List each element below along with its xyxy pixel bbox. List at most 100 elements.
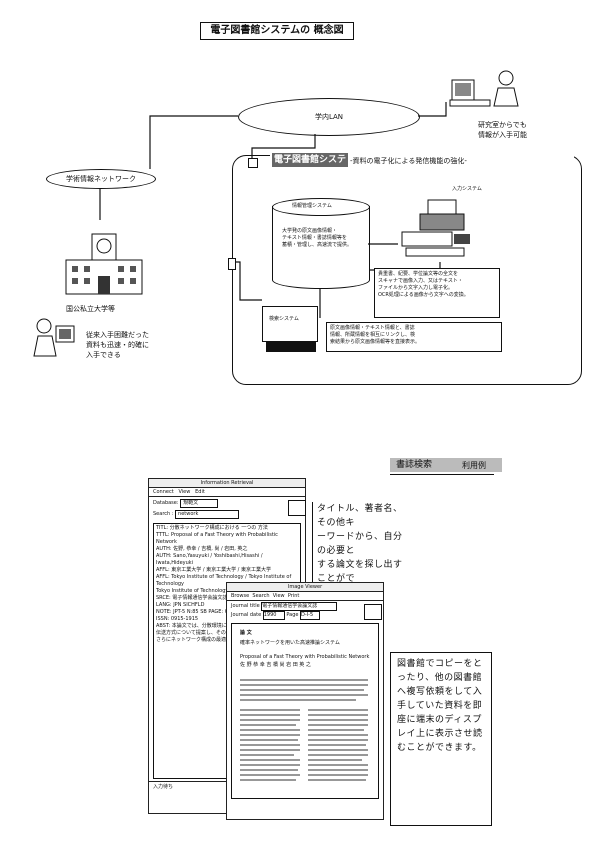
page-title-jp: 確率ネットワークを用いた高速推論システム [240,640,340,646]
menu-search[interactable]: Search [252,593,270,599]
viewer-note-line-7: むことができます。 [397,743,482,753]
input-desc-line-2: スキャナで画像入力、又はテキスト・ [378,278,463,284]
search-system-label: 検索システム [269,316,299,322]
search-system-terminal: 検索システム [262,306,318,342]
search-system-desc: 原文画像情報・テキスト情報と、書誌 情報、所蔵情報を相互にリンクし、検 索結果か… [326,322,502,352]
system-port [228,258,236,270]
lan-to-research-line [418,102,447,117]
viewer-note-line-3: へ複写依頼をして入 [397,687,483,697]
search-label: Search : [153,511,174,517]
search-note-line-3: する論文を探し出すことがで [317,560,403,584]
scanner-workstation-icon [401,199,470,257]
ir-window-title: Information Retrieval [149,479,305,488]
user-caption-line-2: 資料も迅速・的確に [86,341,149,349]
info-desc-line-1: 大学発の原文画像情報・ [282,228,338,234]
info-management-desc: 大学発の原文画像情報・ テキスト情報・書誌情報等を 蓄積・管理し、高速流で提供。 [282,228,352,249]
record-line: NOTE: JPT-5 N:85 SB PAGE: C380-1436 YEAR… [156,609,283,615]
viewer-note-line-1: 図書館でコピーをと [397,659,483,669]
search-desc-line-3: 索結果から原文画像情報等を直接表示。 [330,339,421,345]
record-line: さらにネットワーク構成の最適化について述べる。 [156,637,271,643]
lan-to-system-line [251,134,316,160]
campus-lan-ellipse: 学内LAN [238,98,420,136]
page-body-text-lines [240,679,368,781]
page-image[interactable]: 論 文 確率ネットワークを用いた高速推論システム Proposal of a F… [231,623,379,799]
search-desc-line-2: 情報、所蔵情報を相互にリンクし、検 [330,332,416,338]
universities-label: 国公私立大学等 [66,305,115,313]
info-management-label: 情報管理システム [292,203,332,209]
journal-date-field[interactable]: 1990 [262,611,285,620]
record-line: LANG: JPN SICHFLD [156,602,205,608]
university-user-caption: 従来入手困難だった 資料も迅速・的確に 入手できる [86,330,149,360]
viewer-note-line-5: 座に端末のディスプ [397,715,482,725]
search-note-line-2: ーワードから、自分の必要と [317,532,403,556]
journal-title-label: Journal title [231,603,260,609]
ir-query-area: Database: 規範文 Search : network [149,497,305,521]
lan-to-network-line [149,115,238,169]
menu-view[interactable]: View [178,489,191,495]
record-line: AUTH: Sano,Yasuyuki / Yoshibashi,Hisashi… [156,553,263,566]
record-line: SRCE: 電子情報通信学会論文誌 [156,595,228,601]
record-line: AUTH: 佐野, 恭幸 / 吉橋, 尚 / 岩田, 英之 [156,546,248,552]
ir-menubar: Connect View Edit [149,488,305,497]
system-name: 電子図書館システム [272,153,348,179]
input-system-desc: 貴重書、紀要、学位論文等の全文を スキャナで画像入力、又はテキスト・ ファイルか… [374,268,500,318]
search-note-line-1: タイトル、著者名、その他キ [317,504,403,528]
researcher-computer-icon [449,70,519,107]
record-line: AFFL: Tokyo Institute of Technology / To… [156,574,292,587]
database-select[interactable]: 規範文 [180,499,219,508]
database-label: Database: [153,500,179,506]
page-label: Page [286,612,299,618]
search-terminal-keyboard [266,342,316,352]
record-line: ISSN: 0915-1915 [156,616,199,622]
journal-date-label: Journal date [231,612,262,618]
usage-example-label: 利用例 [462,461,486,470]
viewer-note-line-2: ったり、他の図書館 [397,673,483,683]
record-line: TITL: 分散ネットワーク構成における 一つの 方法 [156,525,268,531]
image-viewer-window: Image Viewer Browse Search View Print Jo… [226,582,384,820]
page-heading: 論 文 [240,630,252,636]
university-building-icon [65,233,143,295]
input-desc-line-1: 貴重書、紀要、学位論文等の全文を [378,271,459,277]
iv-window-title: Image Viewer [227,583,383,592]
menu-view[interactable]: View [272,593,285,599]
input-desc-line-3: ファイルから文字入力し電子化。 [378,285,454,291]
viewer-book-icon[interactable] [364,604,382,620]
viewer-note-line-6: レイ上に表示させ読 [397,729,483,739]
journal-title-field[interactable]: 電子情報通信学会論文誌 [261,602,338,611]
search-example-tab: 書誌検索 [396,460,433,470]
search-example-tab-bg [390,458,502,472]
menu-browse[interactable]: Browse [231,593,250,599]
system-to-search-line [232,261,262,301]
research-room-caption: 研究室からでも 情報が入手可能 [478,120,527,140]
menu-connect[interactable]: Connect [153,489,174,495]
page-authors: 佐 野 恭 幸 吉 橋 尚 岩 田 英 之 [240,662,311,668]
lan-port [248,158,258,168]
header-underline [390,474,494,475]
info-management-database [272,206,370,289]
input-desc-line-4: OCR処理による画像から文字への変換。 [378,292,469,298]
record-line: AFFL: 東京工業大学 / 東京工業大学 / 東京工業大学 [156,567,271,573]
menu-print[interactable]: Print [287,593,300,599]
user-caption-line-1: 従来入手困難だった [86,331,149,339]
academic-network-ellipse: 学術情報ネットワーク [46,169,156,189]
info-desc-line-2: テキスト情報・書誌情報等を [282,235,347,241]
info-desc-line-3: 蓄積・管理し、高速流で提供。 [282,242,353,248]
user-caption-line-3: 入手できる [86,351,121,359]
viewer-note: 図書館でコピーをと ったり、他の図書館 へ複写依頼をして入 手していた資料を即 … [390,652,492,826]
search-desc-line-1: 原文画像情報・テキスト情報と、書誌 [330,325,415,331]
user-terminal-icon [33,318,75,357]
search-input[interactable]: network [175,510,240,519]
record-line: 伝送方式について提案し、その性能を評価する。 [156,630,266,636]
record-line: TTTL: Proposal of a Fast Theory with Pro… [156,532,278,545]
input-system-label: 入力システム [452,186,482,192]
system-subtitle: -資料の電子化による発信機能の強化- [350,157,467,165]
record-line: Tokyo Institute of Technology [156,588,229,594]
page-field[interactable]: D-I-5 [300,611,321,620]
iv-fields: Journal title 電子情報通信学会論文誌 Journal date 1… [227,601,383,621]
book-icon[interactable] [288,500,306,516]
page-title: 電子図書館システムの 概念図 [200,22,354,40]
menu-edit[interactable]: Edit [195,489,205,495]
page-title-en: Proposal of a Fast Theory with Probabili… [240,654,370,660]
iv-menubar: Browse Search View Print [227,592,383,601]
